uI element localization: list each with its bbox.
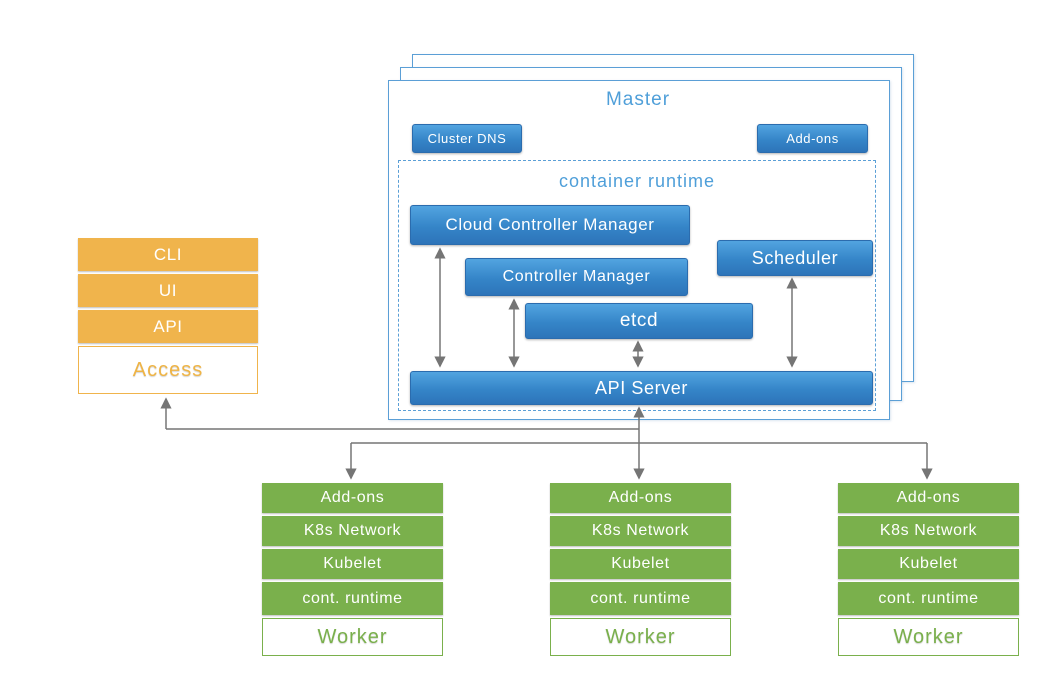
worker2-base-box: Worker (550, 618, 731, 656)
worker2-row-addons: Add-ons (550, 483, 731, 513)
worker3-row-k8s-network: K8s Network (838, 516, 1019, 546)
master-title: Master (605, 89, 671, 110)
worker3-row-cont-runtime: cont. runtime (838, 582, 1019, 615)
cloud-controller-manager-node: Cloud Controller Manager (410, 205, 690, 245)
worker2-row-k8s-network: K8s Network (550, 516, 731, 546)
cluster-dns-node: Cluster DNS (412, 124, 522, 153)
scheduler-node: Scheduler (717, 240, 873, 276)
worker3-row-addons: Add-ons (838, 483, 1019, 513)
worker3-base-box: Worker (838, 618, 1019, 656)
access-row-ui: UI (78, 274, 258, 307)
access-row-api: API (78, 310, 258, 343)
worker2-row-cont-runtime: cont. runtime (550, 582, 731, 615)
worker1-row-addons: Add-ons (262, 483, 443, 513)
access-row-cli: CLI (78, 238, 258, 271)
master-addons-node: Add-ons (757, 124, 868, 153)
worker1-row-k8s-network: K8s Network (262, 516, 443, 546)
worker2-row-kubelet: Kubelet (550, 549, 731, 579)
access-base-box: Access (78, 346, 258, 394)
api-server-node: API Server (410, 371, 873, 405)
worker3-row-kubelet: Kubelet (838, 549, 1019, 579)
etcd-node: etcd (525, 303, 753, 339)
container-runtime-title: container runtime (558, 171, 716, 191)
worker1-row-cont-runtime: cont. runtime (262, 582, 443, 615)
worker1-row-kubelet: Kubelet (262, 549, 443, 579)
worker1-base-box: Worker (262, 618, 443, 656)
controller-manager-node: Controller Manager (465, 258, 688, 296)
